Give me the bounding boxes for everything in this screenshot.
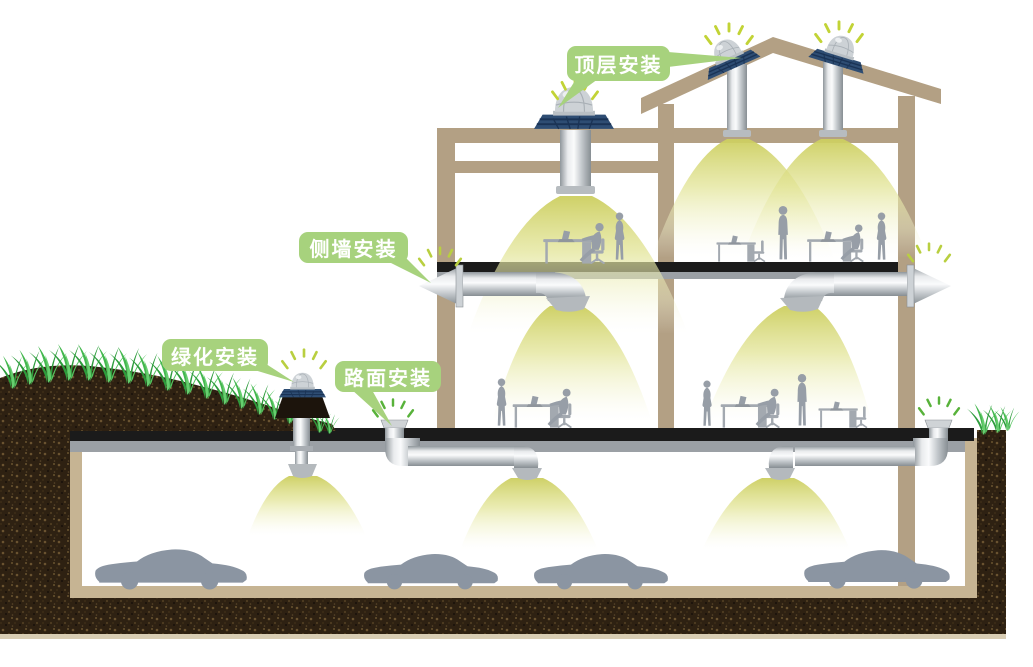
light-beam-sidewall-right: [704, 306, 872, 422]
light-beams: [248, 139, 928, 550]
label-sidewall-install: 侧墙安装: [299, 232, 408, 263]
tube-topfloor: [560, 130, 591, 192]
soil-mound: [0, 365, 336, 431]
sidewall-collector-left: [419, 264, 590, 312]
tube-attic-1-collar: [723, 130, 751, 137]
label-greening-install-text: 绿化安装: [171, 344, 259, 369]
tube-attic-2: [823, 62, 843, 136]
pointer-top-install-a: [558, 79, 598, 108]
right-wall: [898, 96, 915, 586]
light-tubes: [275, 27, 953, 480]
middle-slab: [437, 262, 898, 279]
label-top-install: 顶层安装: [567, 46, 670, 81]
sidewall-collector-right: [780, 264, 951, 312]
road-collector-left: [380, 419, 542, 480]
light-beam-greening: [248, 476, 366, 536]
garage-right-wall: [965, 438, 977, 598]
tube-topfloor-diffuser: [556, 186, 595, 194]
greening-collector: [275, 372, 330, 478]
sparkle-icon: [280, 348, 328, 370]
soil-bottom-band: [0, 598, 1006, 635]
garage-left-wall: [70, 444, 82, 598]
light-beam-topfloor: [468, 196, 688, 334]
upper-beam: [437, 128, 915, 143]
label-road-install-text: 路面安装: [344, 366, 432, 390]
light-beam-sidewall-left: [492, 306, 652, 422]
light-beam-road-right: [702, 478, 850, 550]
garage-floor: [70, 586, 977, 598]
tube-attic-2-collar: [819, 130, 847, 137]
pointer-top-install-b: [668, 52, 742, 67]
soil-and-grass: [0, 344, 1020, 639]
tube-attic-1: [727, 64, 747, 136]
road-collector-right: [765, 419, 953, 480]
label-top-install-text: 顶层安装: [574, 53, 663, 77]
label-greening-install: 绿化安装: [162, 339, 268, 371]
label-sidewall-install-text: 侧墙安装: [309, 237, 398, 261]
middle-slab-top: [437, 262, 898, 272]
soil-bottom-edge: [0, 634, 1006, 639]
dome-greening: [279, 372, 326, 398]
sparkle-icon: [917, 396, 961, 416]
greening-mount: [275, 396, 330, 418]
pointer-road-install: [351, 389, 392, 426]
middle-slab-underside: [437, 272, 898, 279]
light-beam-road-left: [460, 478, 598, 550]
ceiling-joist: [455, 161, 658, 173]
label-road-install: 路面安装: [335, 361, 441, 392]
soil-right-column: [977, 430, 1006, 600]
